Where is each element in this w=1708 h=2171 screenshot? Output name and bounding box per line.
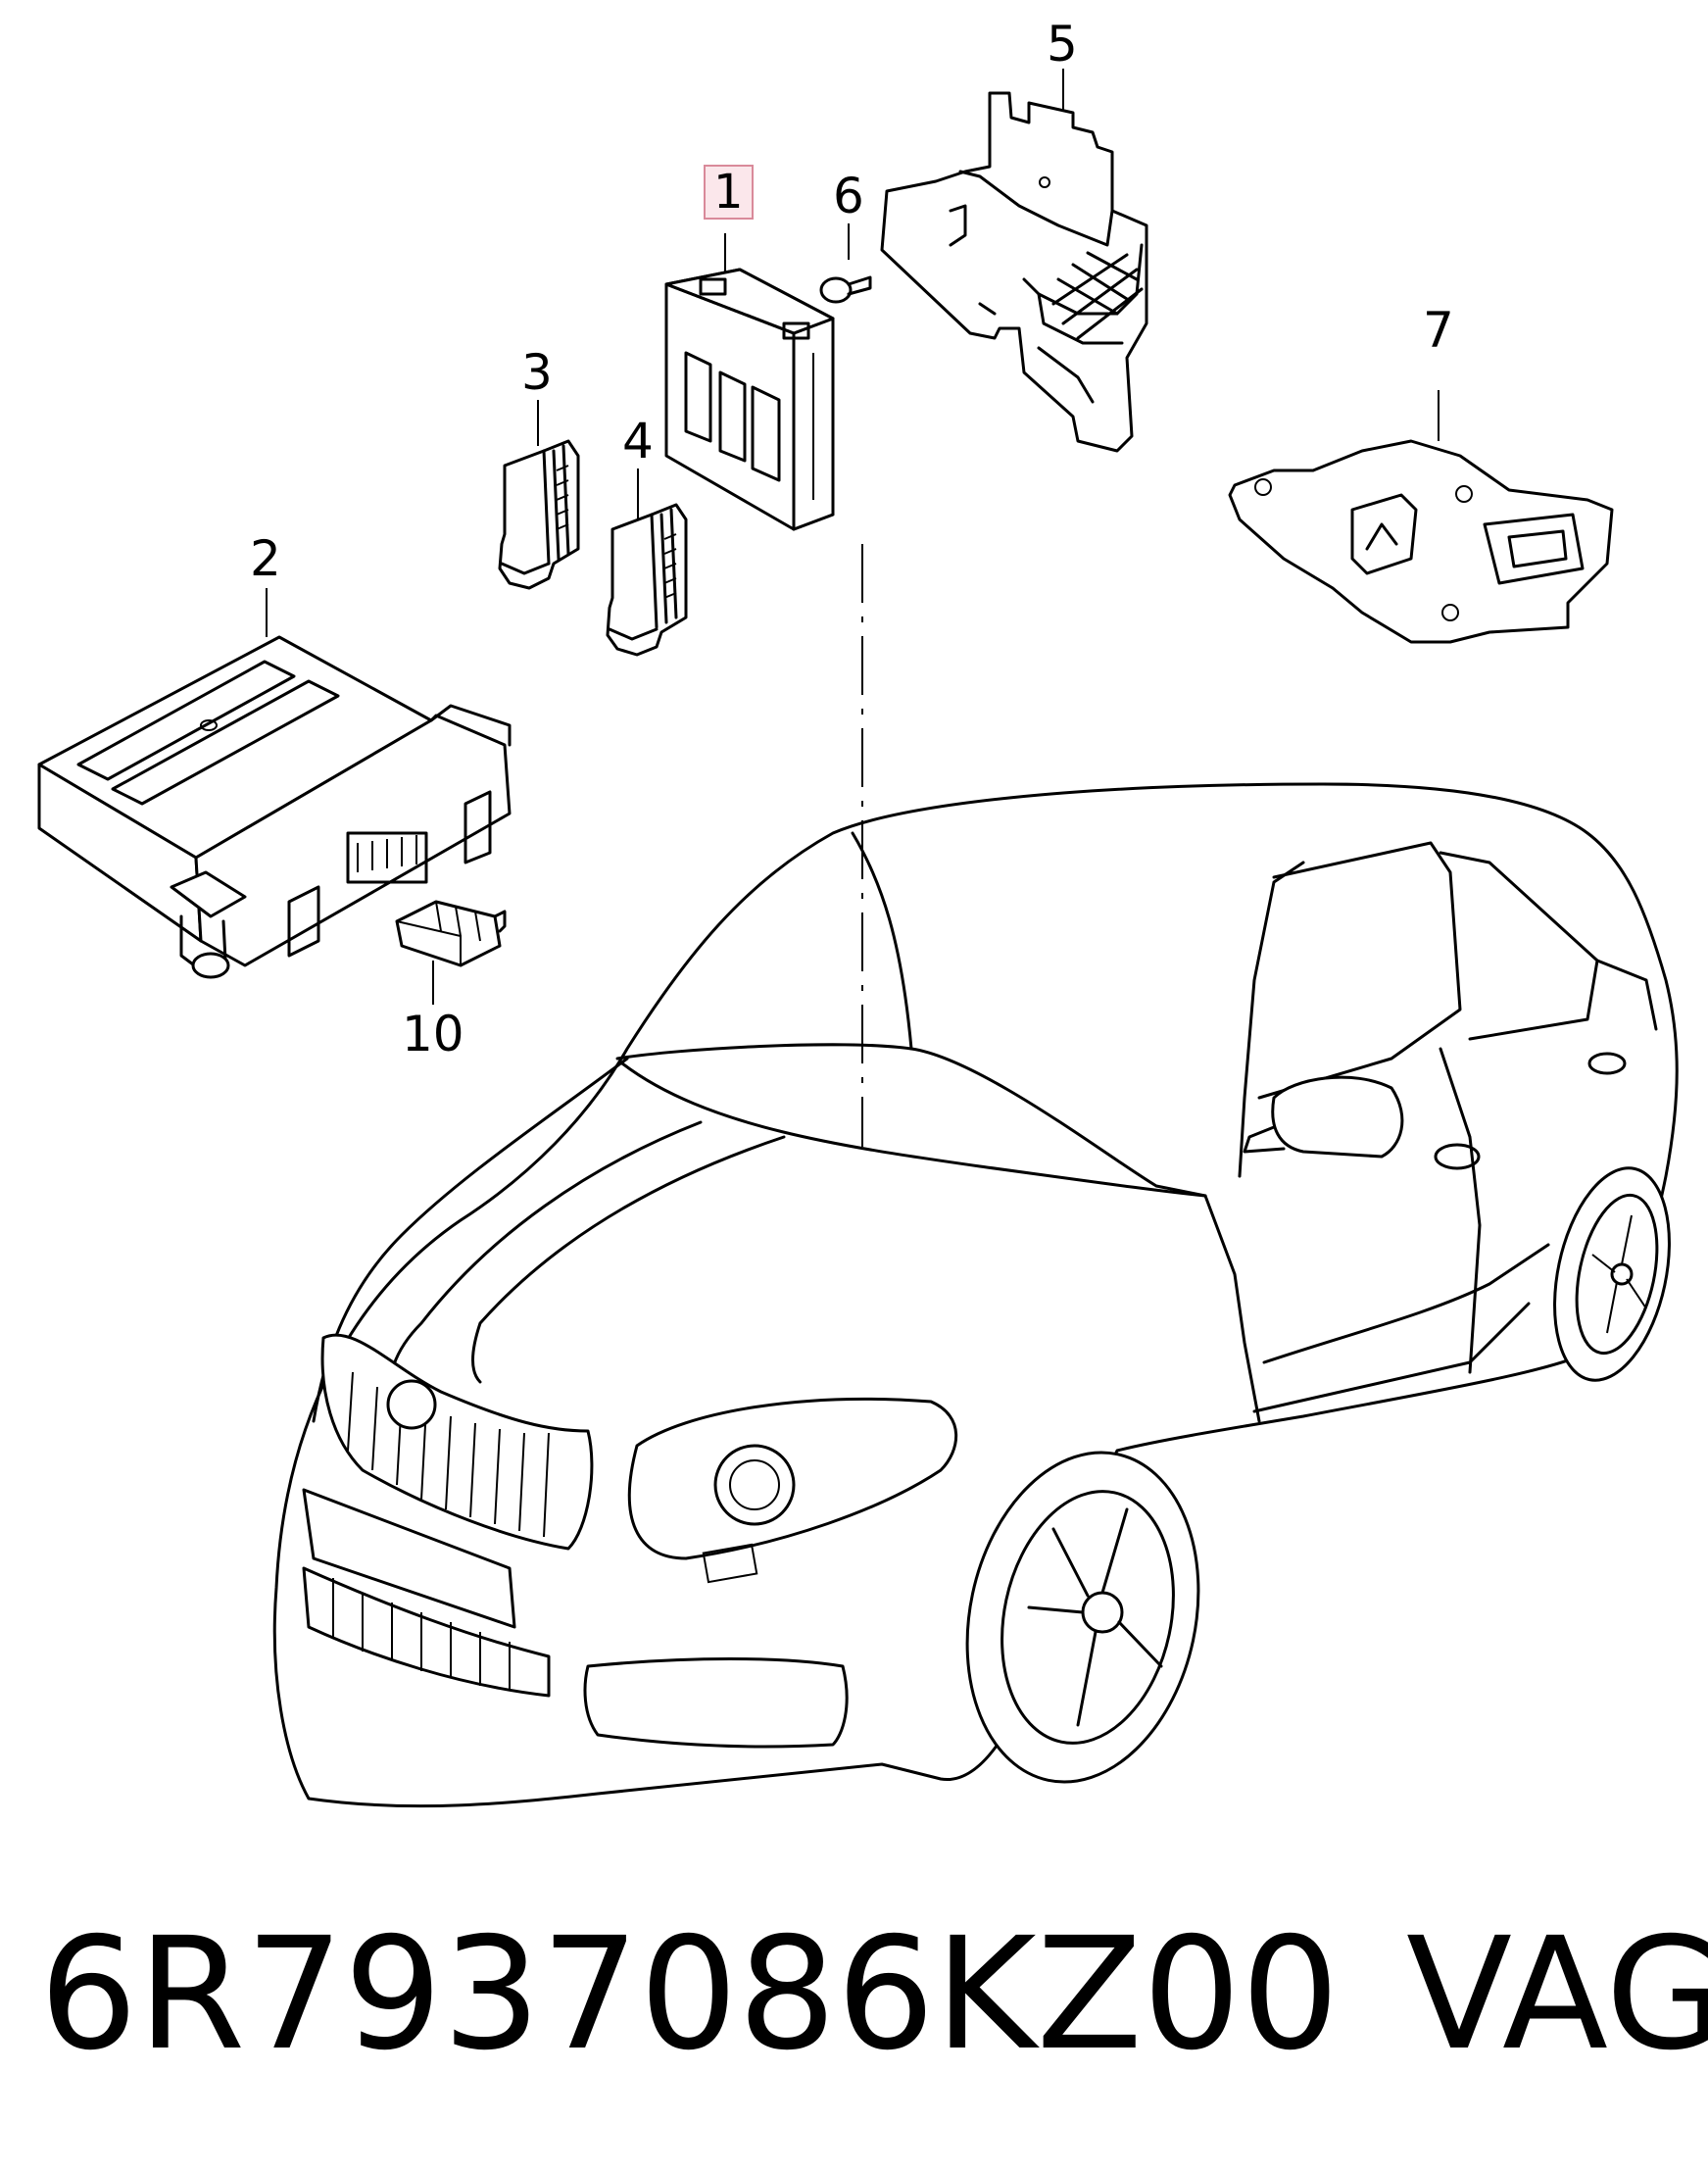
part-1-control-unit bbox=[664, 268, 835, 531]
callout-part-6[interactable]: 6 bbox=[833, 168, 864, 224]
part-number-text: 6R7937086KZ00 bbox=[39, 1904, 1340, 2085]
callout-part-3[interactable]: 3 bbox=[521, 344, 553, 401]
callout-part-7[interactable]: 7 bbox=[1423, 302, 1454, 359]
part-2-module bbox=[37, 635, 512, 979]
footer-caption: 6R7937086KZ00 VAG bbox=[39, 1897, 1708, 2093]
part-5-bracket bbox=[880, 91, 1148, 453]
parts-diagram bbox=[37, 69, 1679, 1808]
part-7-plate bbox=[1228, 439, 1614, 644]
car-illustration bbox=[272, 782, 1679, 1808]
part-4-connector bbox=[606, 503, 688, 657]
part-6-screw bbox=[819, 275, 872, 304]
leader-lines bbox=[266, 69, 1440, 1147]
callout-part-4[interactable]: 4 bbox=[622, 413, 654, 469]
part-10-connector bbox=[395, 900, 507, 967]
part-3-connector bbox=[498, 439, 580, 590]
brand-text: VAG bbox=[1406, 1904, 1708, 2085]
callout-part-10[interactable]: 10 bbox=[402, 1006, 464, 1062]
callout-part-5[interactable]: 5 bbox=[1047, 16, 1078, 73]
callout-part-2[interactable]: 2 bbox=[250, 530, 281, 587]
callout-part-1[interactable]: 1 bbox=[704, 165, 754, 220]
